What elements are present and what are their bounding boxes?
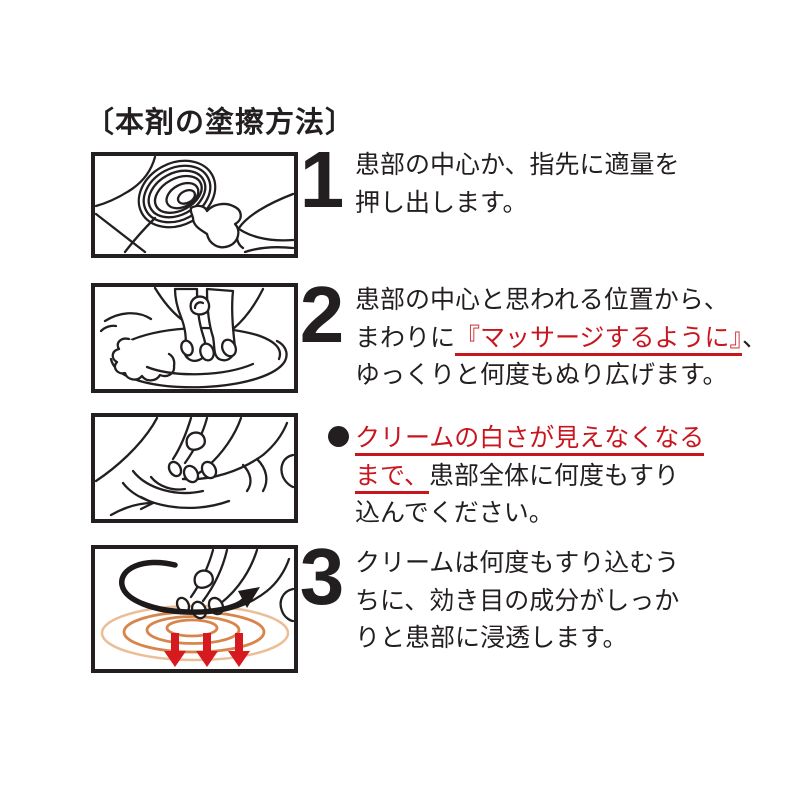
hands-spreading-illustration <box>91 283 298 393</box>
text-line: まわりに『マッサージするように』、 <box>355 318 767 356</box>
step-2-number: 2 <box>299 270 345 359</box>
body-text: ちに、効き目の成分がしっか <box>355 586 680 615</box>
text-line: 患部の中心か、指先に適量を <box>355 145 735 183</box>
bullet-note-text: クリームの白さが見えなくなるまで、患部全体に何度もすり込んでください。 <box>355 418 735 531</box>
hands-spreading-icon <box>99 287 288 389</box>
emphasized-red-text: まで、 <box>355 461 430 494</box>
body-text: クリームは何度もすり込むう <box>355 549 680 577</box>
text-line: りと患部に浸透します。 <box>355 618 735 656</box>
body-text: 、 <box>742 323 768 352</box>
body-text: 込んでください。 <box>355 499 554 527</box>
body-text: ゆっくりと何度もぬり広げます。 <box>355 361 728 389</box>
body-text: 患部の中心と思われる位置から、 <box>355 286 729 314</box>
hands-rubbing-illustration <box>91 413 298 523</box>
body-text: 患部全体に何度もすり <box>429 461 680 490</box>
body-text: 患部の中心か、指先に適量を <box>355 151 680 179</box>
tube-squeeze-illustration <box>91 152 298 258</box>
text-line: クリームは何度もすり込むう <box>355 543 735 581</box>
tube-squeeze-icon <box>95 156 294 254</box>
step-2-text: 患部の中心と思われる位置から、まわりに『マッサージするように』、ゆっくりと何度も… <box>355 280 767 393</box>
emphasized-red-text: クリームの白さが見えなくなる <box>355 424 705 456</box>
massage-penetration-illustration <box>91 545 298 673</box>
step-3-number: 3 <box>299 532 345 621</box>
emphasized-red-text: 『マッサージするように』 <box>455 323 743 356</box>
body-text: まわりに <box>355 323 456 352</box>
circular-motion-arrow-icon <box>119 559 248 615</box>
step-1-number: 1 <box>299 135 345 224</box>
text-line: 込んでください。 <box>355 493 735 531</box>
penetration-arrow-icon <box>228 633 250 667</box>
text-line: 患部の中心と思われる位置から、 <box>355 280 735 318</box>
text-line: ちに、効き目の成分がしっか <box>355 581 735 619</box>
penetration-arrow-icon <box>164 633 186 667</box>
step-3-text: クリームは何度もすり込むうちに、効き目の成分がしっかりと患部に浸透します。 <box>355 543 735 656</box>
bullet-icon <box>328 426 349 447</box>
penetration-arrow-icon <box>196 633 218 667</box>
step-1-text: 患部の中心か、指先に適量を押し出します。 <box>355 145 735 220</box>
massage-penetration-icon <box>100 549 294 667</box>
body-text: 押し出します。 <box>355 188 528 217</box>
text-line: ゆっくりと何度もぬり広げます。 <box>355 355 735 393</box>
text-line: 押し出します。 <box>355 183 735 221</box>
body-text: りと患部に浸透します。 <box>355 624 628 652</box>
hands-rubbing-icon <box>95 417 294 517</box>
text-line: クリームの白さが見えなくなる <box>355 418 735 456</box>
text-line: まで、患部全体に何度もすり <box>355 456 735 494</box>
page-title: 〔本剤の塗擦方法〕 <box>85 107 356 139</box>
